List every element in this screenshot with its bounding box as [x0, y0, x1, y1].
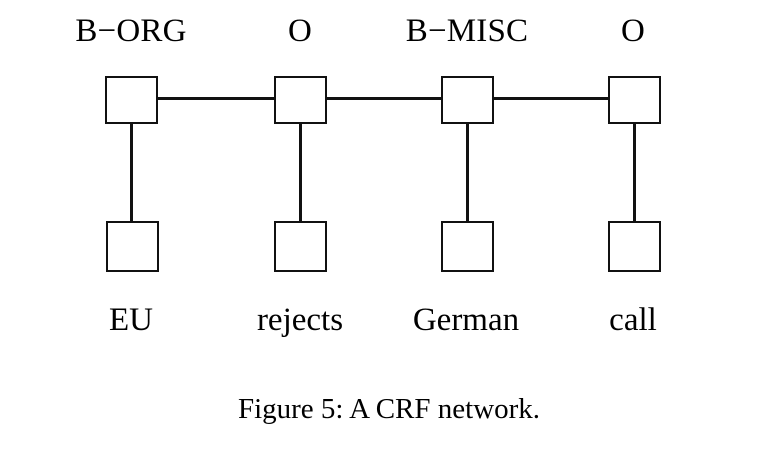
chain-edge-b-org-to-o — [157, 97, 275, 100]
chain-edge-o-to-b-misc — [325, 97, 442, 100]
tag-node-o-2 — [608, 76, 661, 124]
tag-node-b-misc — [441, 76, 494, 124]
figure-caption: Figure 5: A CRF network. — [237, 393, 541, 425]
token-node-rejects — [274, 221, 327, 272]
tag-node-o-1 — [274, 76, 327, 124]
tag-node-b-org — [105, 76, 158, 124]
token-node-eu — [106, 221, 159, 272]
emission-edge-b-org-to-eu — [130, 123, 133, 222]
chain-edge-b-misc-to-o — [492, 97, 609, 100]
token-node-german — [441, 221, 494, 272]
tag-label-o-2: O — [620, 13, 646, 49]
token-label-call: call — [609, 302, 657, 338]
emission-edge-o-to-call — [633, 123, 636, 222]
tag-label-b-org: B−ORG — [75, 13, 187, 49]
token-node-call — [608, 221, 661, 272]
token-label-german: German — [412, 302, 520, 338]
tag-label-b-misc: B−MISC — [405, 13, 529, 49]
token-label-rejects: rejects — [256, 302, 344, 338]
emission-edge-b-misc-to-german — [466, 123, 469, 222]
tag-label-o-1: O — [287, 13, 313, 49]
token-label-eu: EU — [109, 302, 153, 338]
emission-edge-o-to-rejects — [299, 123, 302, 222]
